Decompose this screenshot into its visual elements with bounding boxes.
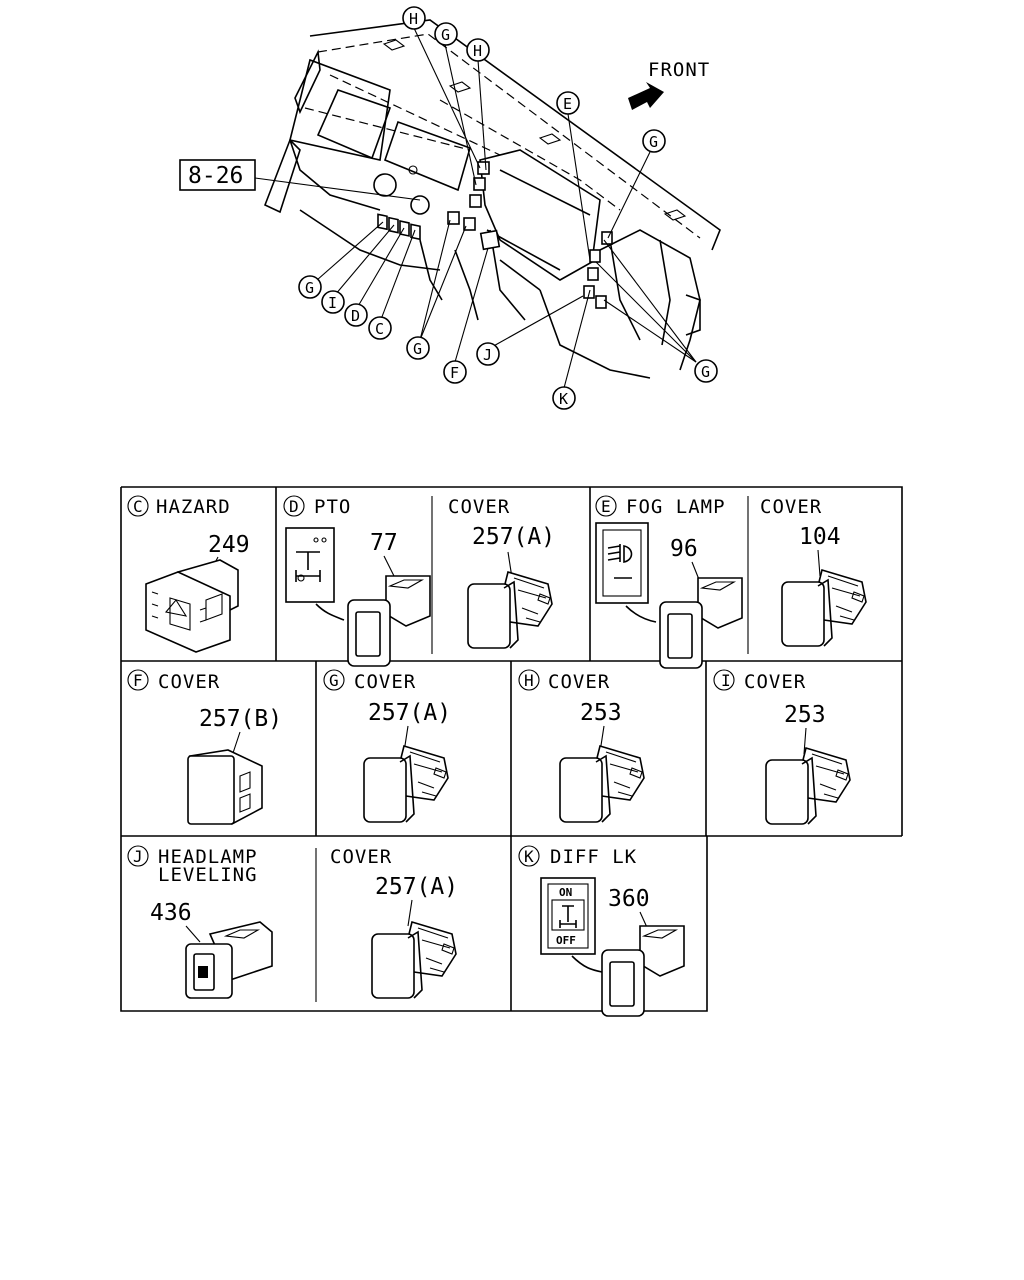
fog-lamp-switch-illustration (659, 577, 743, 669)
svg-text:F: F (450, 364, 459, 382)
g-title: COVER (354, 671, 416, 693)
leader-lines (316, 27, 697, 389)
fog-lamp-part-number: 96 (670, 536, 698, 562)
callout-c: C (368, 316, 392, 340)
svg-text:D: D (351, 307, 360, 325)
j-part-number: 436 (150, 900, 192, 926)
callout-i: I (321, 290, 345, 314)
hazard-switch-illustration (145, 559, 239, 653)
diff-lock-switch-illustration (601, 925, 685, 1017)
callout-f: F (443, 360, 467, 384)
svg-text:C: C (375, 320, 384, 338)
switch-slots (377, 161, 613, 309)
pto-letter: D (289, 497, 299, 516)
svg-text:E: E (563, 95, 572, 113)
g-cover-illustration (363, 745, 449, 823)
pto-switch-face-icon (285, 527, 335, 603)
diff-lock-off-label: OFF (556, 934, 576, 947)
i-letter: I (721, 671, 731, 690)
fog-lamp-letter: E (601, 497, 611, 516)
fog-lamp-cover-number: 104 (799, 524, 841, 550)
ref-box (179, 159, 256, 191)
svg-text:H: H (409, 10, 418, 28)
hazard-title: HAZARD (156, 496, 231, 518)
pto-title: PTO (314, 496, 351, 518)
f-title: COVER (158, 671, 220, 693)
dashboard-overview-diagram: FRONT (179, 6, 721, 410)
fog-lamp-cover-illustration (781, 569, 867, 647)
callout-e: E (556, 91, 580, 115)
j-cover-label: COVER (330, 846, 392, 868)
hazard-letter: C (133, 497, 143, 516)
svg-text:G: G (413, 340, 422, 358)
callout-g-right: G (642, 129, 666, 153)
svg-text:J: J (483, 346, 492, 364)
dashboard-outline (263, 19, 721, 379)
j-cover-number: 257(A) (375, 874, 458, 900)
h-title: COVER (548, 671, 610, 693)
h-part-number: 253 (580, 700, 622, 726)
f-cover-illustration (187, 749, 263, 826)
cell-g-cover: G COVER 257(A) (323, 669, 451, 823)
diff-lock-switch-face-icon: ON OFF (540, 877, 596, 955)
callout-g-bottom: G (406, 336, 430, 360)
h-cover-illustration (559, 745, 645, 823)
fog-lamp-title: FOG LAMP (626, 496, 726, 518)
cell-pto: D PTO 77 COVER 257(A) (283, 495, 555, 667)
cell-hazard: C HAZARD 249 (127, 495, 250, 653)
callout-k: K (552, 386, 576, 410)
f-part-number: 257(B) (199, 706, 282, 732)
callout-j: J (476, 342, 500, 366)
h-letter: H (524, 671, 534, 690)
cell-fog-lamp: E FOG LAMP 96 COVER 104 (595, 495, 867, 669)
i-cover-illustration (765, 747, 851, 825)
table-grid (120, 486, 903, 1012)
svg-text:G: G (305, 279, 314, 297)
pto-cover-label: COVER (448, 496, 510, 518)
pto-cover-illustration (467, 571, 553, 649)
fog-lamp-switch-face-icon (595, 522, 649, 604)
cell-i-cover: I COVER 253 (713, 669, 851, 825)
svg-text:G: G (701, 363, 710, 381)
fog-lamp-cover-label: COVER (760, 496, 822, 518)
j-title-line2: LEVELING (158, 864, 258, 886)
f-letter: F (133, 671, 143, 690)
ref-box-label: 8-26 (188, 163, 243, 189)
hazard-part-number: 249 (208, 532, 250, 558)
k-letter: K (524, 847, 534, 866)
callout-g-far-right: G (694, 359, 718, 383)
pto-cover-number: 257(A) (472, 524, 555, 550)
callout-h-second: H (466, 38, 490, 62)
pto-part-number: 77 (370, 530, 398, 556)
svg-text:H: H (473, 42, 482, 60)
callout-d: D (344, 303, 368, 327)
i-part-number: 253 (784, 702, 826, 728)
g-part-number: 257(A) (368, 700, 451, 726)
cell-diff-lock: K DIFF LK 360 ON OFF (518, 845, 685, 1017)
g-letter: G (329, 671, 339, 690)
j-title-line1: HEADLAMP (158, 846, 258, 868)
front-arrow-icon (628, 82, 664, 110)
pto-switch-illustration (347, 575, 431, 667)
svg-text:G: G (441, 26, 450, 44)
cell-h-cover: H COVER 253 (518, 669, 645, 823)
k-title: DIFF LK (550, 846, 637, 868)
svg-text:I: I (328, 294, 337, 312)
diff-lock-on-label: ON (559, 886, 572, 899)
cell-f-cover: F COVER 257(B) (127, 669, 282, 826)
callout-g-top: G (434, 22, 458, 46)
headlamp-leveling-switch-illustration (185, 921, 273, 999)
j-letter: J (133, 847, 143, 866)
i-title: COVER (744, 671, 806, 693)
k-part-number: 360 (608, 886, 650, 912)
front-label: FRONT (648, 59, 710, 81)
callout-g-left: G (298, 275, 322, 299)
svg-text:K: K (559, 390, 568, 408)
callout-h-top: H (402, 6, 426, 30)
cell-headlamp-leveling: J HEADLAMP LEVELING 436 COVER 257(A) (127, 845, 458, 999)
svg-text:G: G (649, 133, 658, 151)
j-cover-illustration (371, 921, 457, 999)
